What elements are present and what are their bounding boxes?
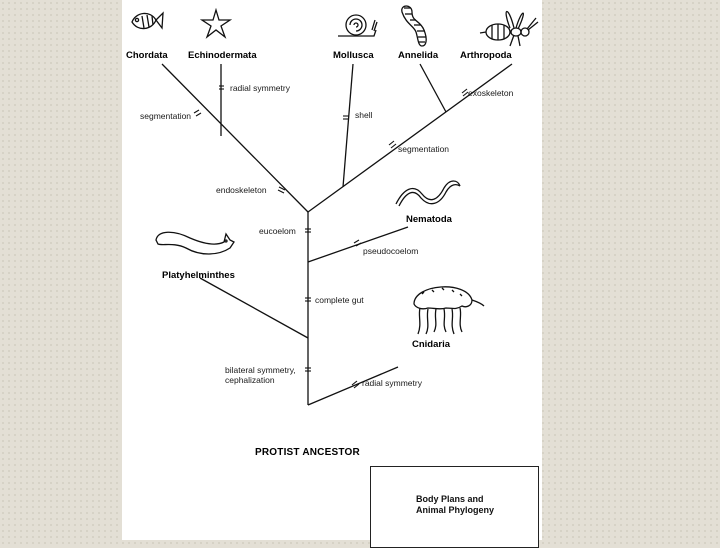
jellyfish-icon (406, 280, 486, 336)
worm-icon (396, 2, 432, 48)
trait-eucoelom: eucoelom (259, 226, 296, 236)
caption-box: Body Plans and Animal Phylogeny (370, 466, 539, 548)
taxon-platyhelminthes: Platyhelminthes (162, 270, 235, 281)
caption-line-2: Animal Phylogeny (416, 505, 495, 515)
caption-line-1: Body Plans and (416, 494, 484, 504)
taxon-mollusca: Mollusca (333, 50, 374, 61)
trait-radial-symmetry-echinodermata: radial symmetry (230, 83, 290, 93)
taxon-chordata: Chordata (126, 50, 168, 61)
trait-segmentation-chordata: segmentation (140, 111, 192, 121)
trait-pseudocoelom: pseudocoelom (363, 246, 419, 256)
starfish-icon (200, 8, 232, 40)
trait-exoskeleton: exoskeleton (468, 88, 514, 98)
trait-segmentation-annelida: segmentation (398, 144, 450, 154)
diagram-sheet (122, 0, 542, 540)
taxon-nematoda: Nematoda (406, 214, 452, 225)
trait-radial-symmetry-cnidaria: radial symmetry (362, 378, 422, 388)
snail-icon (336, 10, 378, 40)
trait-shell: shell (355, 110, 373, 120)
fish-icon (128, 8, 164, 36)
taxon-arthropoda: Arthropoda (460, 50, 512, 61)
taxon-echinodermata: Echinodermata (188, 50, 257, 61)
caption-text: Body Plans and Animal Phylogeny (416, 494, 536, 516)
flatworm-icon (154, 226, 236, 264)
trait-bilateral-symmetry: bilateral symmetry, (225, 365, 296, 375)
trait-cephalization: cephalization (225, 375, 275, 385)
trait-endoskeleton: endoskeleton (216, 185, 267, 195)
taxon-annelida: Annelida (398, 50, 439, 61)
trait-complete-gut: complete gut (315, 295, 364, 305)
taxon-cnidaria: Cnidaria (412, 339, 451, 350)
root-label: PROTIST ANCESTOR (255, 447, 360, 458)
wasp-icon (478, 2, 542, 50)
roundworm-icon (394, 176, 462, 210)
